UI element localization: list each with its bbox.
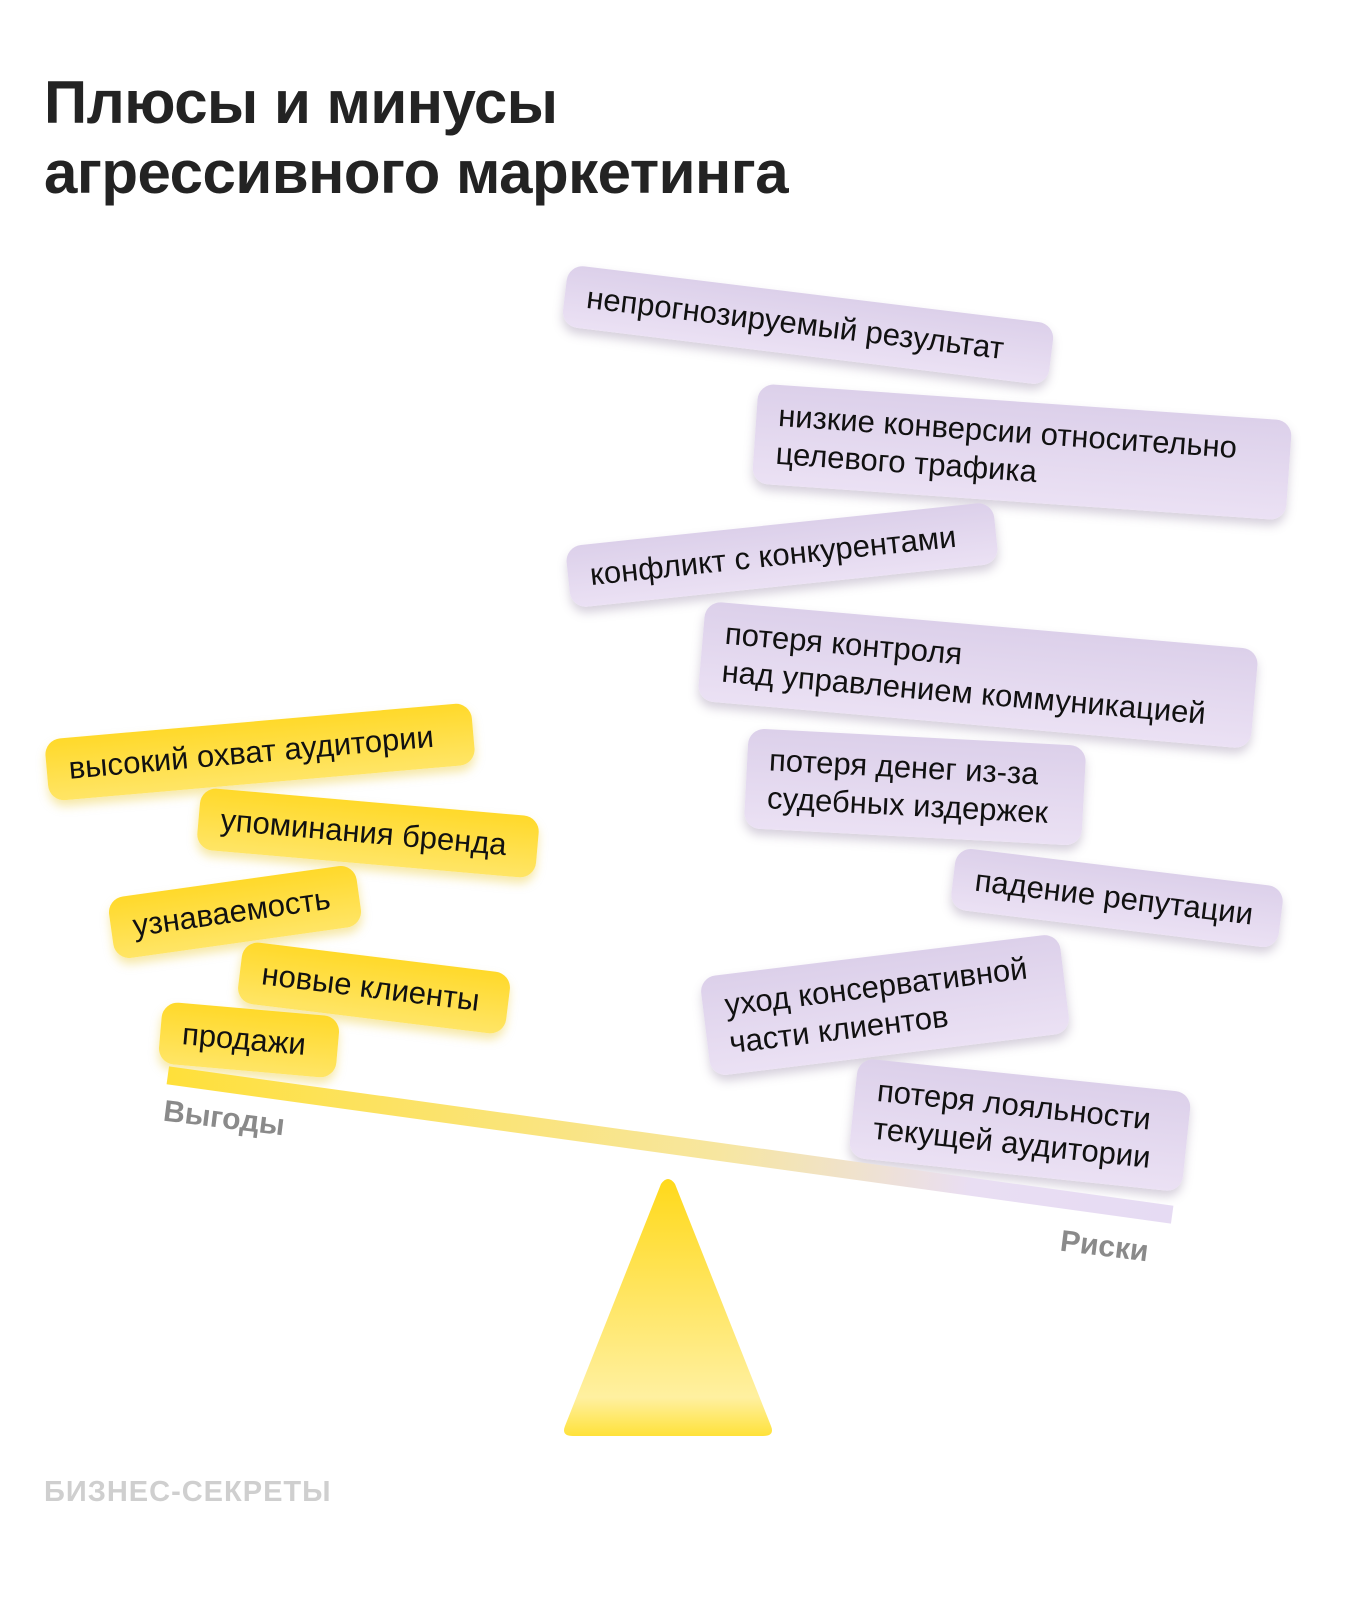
risk-tag: непрогнозируемый результат [561, 264, 1055, 386]
page-title: Плюсы и минусы агрессивного маркетинга [44, 68, 789, 208]
title-line-2: агрессивного маркетинга [44, 139, 789, 206]
benefit-text: упоминания бренда [219, 802, 509, 863]
benefit-tag: упоминания бренда [195, 787, 541, 879]
benefit-tag: высокий охват аудитории [44, 702, 476, 802]
benefit-text: высокий охват аудитории [67, 718, 436, 786]
risk-tag: падение репутации [949, 847, 1285, 949]
benefit-text: новые клиенты [259, 956, 482, 1018]
benefit-text: узнаваемость [130, 880, 333, 944]
benefits-label: Выгоды [161, 1094, 287, 1143]
benefit-tag: продажи [157, 1001, 341, 1079]
title-line-1: Плюсы и минусы [44, 69, 558, 136]
benefit-tag: узнаваемость [106, 863, 364, 961]
risk-tag: конфликт с конкурентами [564, 501, 1000, 609]
risk-text: конфликт с конкурентами [588, 518, 958, 593]
risk-text: падение репутации [972, 862, 1256, 932]
brand-logo: БИЗНЕС-СЕКРЕТЫ [44, 1476, 332, 1508]
risk-text: непрогнозируемый результат [584, 279, 1006, 366]
risks-label: Риски [1058, 1224, 1151, 1269]
scale-fulcrum [564, 1179, 772, 1436]
benefit-text: продажи [180, 1016, 308, 1062]
